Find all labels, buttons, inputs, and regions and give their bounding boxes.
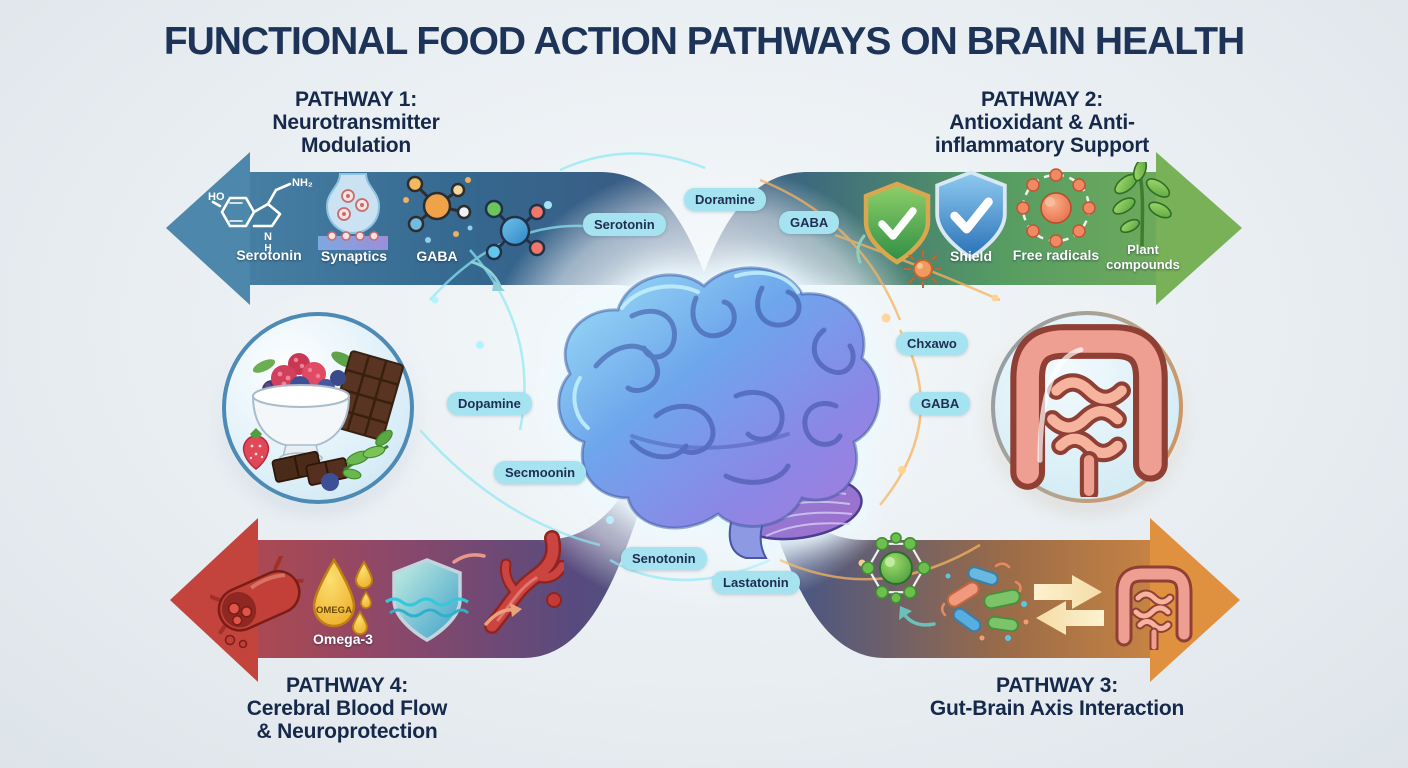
tea-leaves-icon <box>342 429 393 480</box>
ho-label: HO <box>208 191 225 203</box>
omega3-label: Omega-3 <box>313 631 373 647</box>
orange-curve-arrow-icon <box>484 600 522 628</box>
arrowhead-pathway2 <box>1156 152 1242 305</box>
berries-chocolate-illustration <box>242 350 404 491</box>
pill-lastatonin: Lastatonin <box>712 571 800 594</box>
strawberry-icon <box>242 428 270 470</box>
pathway1-heading-line3: Modulation <box>301 134 411 157</box>
serotonin-structure-icon: HO NH₂ N H <box>208 166 328 254</box>
gut-circle <box>991 311 1183 503</box>
bidirectional-arrows-icon <box>1032 572 1106 636</box>
gut-icon <box>1110 562 1196 653</box>
pill-doramine: Doramine <box>684 188 766 211</box>
omega-badge-label: OMEGA <box>316 605 352 616</box>
arrowhead-pathway3 <box>1150 518 1240 682</box>
h-label: H <box>264 243 271 254</box>
plant-compounds-icon <box>1106 158 1178 248</box>
synapse-icon <box>312 172 394 250</box>
shield-label: Shield <box>949 248 992 264</box>
pill-dopamine: Dopamine <box>447 392 532 415</box>
intestine-illustration <box>1010 324 1168 503</box>
pink-dash-icon <box>452 548 486 566</box>
blueberry-icon <box>321 473 339 491</box>
small-radical-icon <box>902 248 944 290</box>
arrowhead-pathway4 <box>170 518 258 682</box>
free-radicals-label: Free radicals <box>1012 247 1100 263</box>
chocolate-pieces-icon <box>271 450 350 486</box>
gut-circle-background <box>995 315 1179 503</box>
page-title: FUNCTIONAL FOOD ACTION PATHWAYS ON BRAIN… <box>163 20 1245 63</box>
pill-gaba-top: GABA <box>779 211 840 234</box>
functional-foods-circle <box>222 312 414 504</box>
pathway1-heading: PATHWAY 1: Neurotransmitter Modulation <box>236 88 476 157</box>
pathway2-heading-line3: inflammatory Support <box>934 134 1150 157</box>
chocolate-bar-icon <box>329 350 404 441</box>
microbiome-icon <box>938 560 1030 644</box>
cerebrum <box>557 266 881 530</box>
pathway4-heading-line2: Cerebral Blood Flow <box>246 697 448 720</box>
blue-shield-icon <box>930 168 1012 264</box>
berry-bowl-icon <box>251 353 351 464</box>
pill-senotonin: Senotonin <box>621 547 707 570</box>
small-curve-dash-icon <box>850 234 872 264</box>
nh2-label: NH₂ <box>292 177 313 189</box>
brain-illustration <box>536 246 886 566</box>
serotonin-label: Serotonin <box>236 247 302 263</box>
pathway1-heading-line2: Neurotransmitter <box>272 111 440 134</box>
pill-chxawo: Chxawo <box>896 332 968 355</box>
pathway2-heading: PATHWAY 2: Antioxidant & Anti- inflammat… <box>930 88 1154 157</box>
pathway1-heading-line1: PATHWAY 1: <box>294 88 418 111</box>
pathway3-heading: PATHWAY 3: Gut-Brain Axis Interaction <box>917 674 1197 720</box>
pill-secmoonin: Secmoonin <box>494 461 587 484</box>
pathway2-heading-line2: Antioxidant & Anti- <box>949 111 1135 134</box>
omega3-droplet-icon: OMEGA <box>308 556 374 640</box>
pathway4-heading: PATHWAY 4: Cerebral Blood Flow & Neuropr… <box>242 674 452 743</box>
neuroprotection-shield-icon <box>384 556 470 644</box>
pathway2-heading-line1: PATHWAY 2: <box>980 88 1104 111</box>
free-radicals-icon <box>1012 166 1100 254</box>
artery-icon <box>478 526 568 638</box>
gaba-label: GABA <box>416 248 458 264</box>
teal-curve-arrow-icon <box>898 602 938 630</box>
pill-serotonin: Serotonin <box>583 213 666 236</box>
down-curve-arrow-icon <box>468 258 508 294</box>
pathway3-heading-line1: PATHWAY 3: <box>995 674 1119 697</box>
green-molecule-icon <box>860 532 932 604</box>
blood-vessel-icon <box>204 549 308 650</box>
n-label: N <box>264 231 272 243</box>
arrowhead-pathway1 <box>166 152 250 305</box>
green-shield-icon <box>860 180 934 268</box>
pathway4-heading-line1: PATHWAY 4: <box>285 674 409 697</box>
synaptics-label: Synaptics <box>320 248 388 264</box>
pathway3-heading-line2: Gut-Brain Axis Interaction <box>929 697 1185 720</box>
neurotransmitter-molecule-icon <box>482 196 548 262</box>
gaba-molecule-icon <box>398 170 476 250</box>
pill-gaba-right: GABA <box>910 392 971 415</box>
plant-compounds-label: Plant compounds <box>1106 242 1180 272</box>
pathway4-heading-line3: & Neuroprotection <box>256 720 438 743</box>
